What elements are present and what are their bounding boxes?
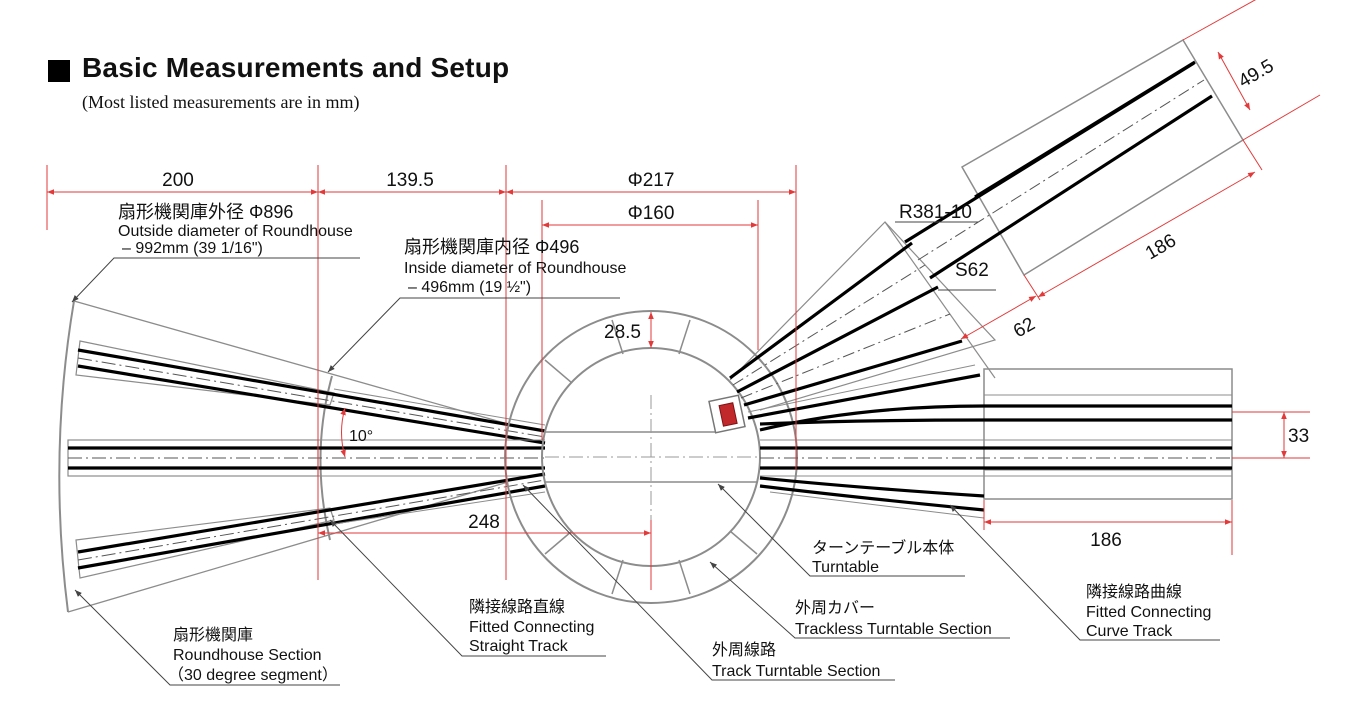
- right-straight-curve-tracks: [759, 368, 1233, 519]
- label-turntable: ターンテーブル本体 Turntable: [812, 538, 954, 576]
- label-outer-jp: 扇形機関庫外径 Φ896: [118, 202, 293, 222]
- label-curve-track: 隣接線路曲線 Fitted Connecting Curve Track: [1086, 583, 1211, 640]
- dim-248: 248: [468, 512, 500, 533]
- label-curve-jp: 隣接線路曲線: [1086, 583, 1182, 601]
- label-inner-en: Inside diameter of Roundhouse: [404, 260, 626, 277]
- label-outer-en: Outside diameter of Roundhouse: [118, 223, 353, 240]
- label-inside-diameter: 扇形機関庫内径 Φ496 Inside diameter of Roundhou…: [404, 237, 626, 296]
- label-straight-jp: 隣接線路直線: [469, 598, 565, 616]
- label-curve-en2: Curve Track: [1086, 623, 1173, 640]
- dimension-lines: [46, 0, 1321, 590]
- dim-186-diagonal: 186: [1142, 230, 1180, 264]
- label-outside-diameter: 扇形機関庫外径 Φ896 Outside diameter of Roundho…: [118, 202, 353, 257]
- label-inner-jp: 扇形機関庫内径 Φ496: [404, 237, 579, 257]
- control-box-icon: [718, 402, 738, 427]
- label-track-turntable: 外周線路 Track Turntable Section: [712, 641, 880, 680]
- roundhouse-track-upper: [75, 340, 546, 445]
- label-straight-track: 隣接線路直線 Fitted Connecting Straight Track: [469, 598, 594, 655]
- page-subtitle: (Most listed measurements are in mm): [82, 92, 360, 112]
- label-roundhouse: 扇形機関庫 Roundhouse Section （30 degree segm…: [168, 626, 338, 684]
- label-trackless-en: Trackless Turntable Section: [795, 621, 992, 638]
- dim-186: 186: [1090, 530, 1122, 551]
- dim-r381: R381-10: [899, 202, 972, 223]
- label-straight-en2: Straight Track: [469, 638, 569, 655]
- label-curve-en1: Fitted Connecting: [1086, 604, 1211, 621]
- label-turntable-en: Turntable: [812, 559, 879, 576]
- label-straight-en1: Fitted Connecting: [469, 619, 594, 636]
- dim-49-5: 49.5: [1235, 56, 1278, 93]
- leader-lines: [71, 221, 1220, 686]
- label-roundhouse-en1: Roundhouse Section: [173, 647, 322, 664]
- roundhouse-track-middle: [67, 439, 545, 477]
- dim-s62: S62: [955, 260, 989, 281]
- dim-200: 200: [162, 170, 194, 191]
- dim-28-5: 28.5: [604, 322, 641, 343]
- upper-right-track-fan: [729, 221, 997, 420]
- dim-62: 62: [1010, 314, 1039, 343]
- label-trackless-jp: 外周カバー: [795, 599, 875, 617]
- label-turntable-jp: ターンテーブル本体: [812, 538, 954, 557]
- upper-right-long-track: [904, 38, 1245, 280]
- label-roundhouse-en2: （30 degree segment）: [168, 666, 338, 684]
- label-track-turntable-jp: 外周線路: [712, 641, 776, 659]
- label-roundhouse-jp: 扇形機関庫: [173, 626, 253, 644]
- label-outer-note: – 992mm (39 1/16"): [122, 240, 263, 257]
- roundhouse-section: [58, 300, 509, 613]
- label-track-turntable-en: Track Turntable Section: [712, 663, 880, 680]
- dim-phi217: Φ217: [628, 170, 675, 191]
- dim-angle-10: 10°: [349, 428, 373, 445]
- dim-33: 33: [1288, 426, 1309, 447]
- label-trackless: 外周カバー Trackless Turntable Section: [795, 599, 992, 638]
- label-inner-note: – 496mm (19 ½"): [408, 279, 531, 296]
- page-title: Basic Measurements and Setup: [82, 52, 510, 83]
- dim-139-5: 139.5: [386, 170, 434, 191]
- title-bullet-square: [48, 60, 70, 82]
- dim-phi160: Φ160: [628, 203, 675, 224]
